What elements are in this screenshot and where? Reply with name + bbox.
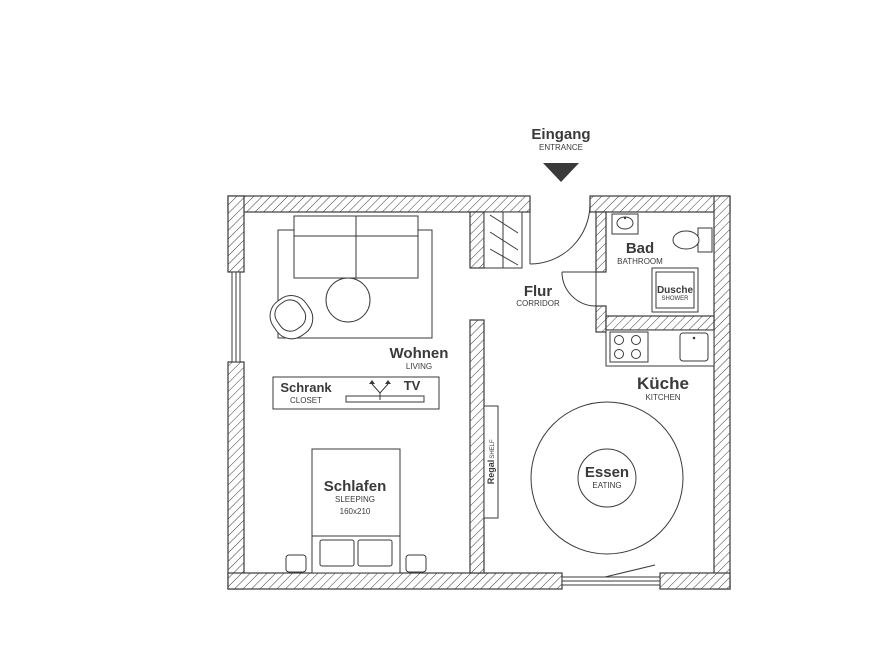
- bathroom-sublabel: BATHROOM: [617, 257, 663, 266]
- bathroom-door: [561, 271, 597, 307]
- bottom-window: [561, 564, 661, 586]
- entrance-label: Eingang: [531, 126, 590, 143]
- entrance-door: [529, 203, 591, 265]
- corridor-sublabel: CORRIDOR: [516, 299, 560, 308]
- coffee-table: [325, 277, 371, 323]
- eating-label: Essen: [585, 464, 629, 481]
- bed-size-label: 160x210: [340, 507, 371, 516]
- shower-icon: [651, 267, 699, 313]
- bathroom-label: Bad: [626, 240, 654, 257]
- kitchen-sublabel: KITCHEN: [645, 393, 680, 402]
- eating-sublabel: EATING: [592, 481, 621, 490]
- bathroom-sink-icon: [611, 213, 639, 235]
- living-sublabel: LIVING: [406, 362, 432, 371]
- entrance-arrow-icon: [543, 163, 579, 182]
- bed-icon: [285, 448, 427, 574]
- closet-sublabel: CLOSET: [290, 396, 322, 405]
- sleeping-label: Schlafen: [324, 478, 387, 495]
- shower-sublabel: SHOWER: [662, 296, 690, 302]
- outer-walls: [227, 195, 731, 590]
- sleeping-sublabel: SLEEPING: [335, 495, 375, 504]
- living-label: Wohnen: [390, 345, 449, 362]
- toilet-icon: [672, 227, 713, 253]
- shelf-sublabel: SHELF: [490, 439, 496, 459]
- shelf-label: Regal: [486, 460, 496, 485]
- left-window: [231, 271, 241, 363]
- closet-label: Schrank: [280, 380, 332, 395]
- shower-label: Dusche: [657, 285, 694, 296]
- tv-label: TV: [404, 378, 421, 393]
- armchair-icon: [269, 295, 314, 340]
- entrance-sublabel: ENTRANCE: [539, 143, 583, 152]
- kitchen-label: Küche: [637, 374, 689, 393]
- shelf: [483, 405, 499, 519]
- kitchen-counter: [605, 329, 715, 367]
- dining-table: [530, 401, 684, 555]
- corridor-label: Flur: [524, 283, 552, 300]
- closet-tv-unit: [272, 376, 440, 410]
